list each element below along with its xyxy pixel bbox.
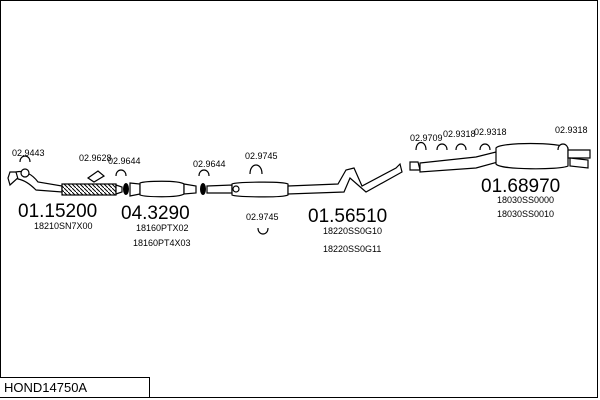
rear-silencer-oem-ref: 18030SS0000: [497, 195, 554, 205]
middle-silencer-oem-ref: 18220SS0G11: [323, 244, 381, 254]
catalyst-part-number: 04.3290: [121, 203, 190, 224]
clip-part-number: 02.9709: [410, 133, 443, 143]
rear-silencer-oem-ref: 18030SS0010: [497, 209, 554, 219]
clip-part-number: 02.9745: [246, 212, 279, 222]
clip-part-number: 02.9628: [79, 153, 112, 163]
gasket-icon: [123, 183, 206, 195]
catalyst-part[interactable]: [129, 180, 197, 198]
clip-part-number: 02.9745: [245, 151, 278, 161]
catalyst-oem-ref: 18160PTX02: [136, 223, 189, 233]
rear-silencer-part-number: 01.68970: [481, 176, 560, 197]
front-pipe-flange-icon: [20, 168, 30, 178]
catalyst-oem-ref: 18160PT4X03: [133, 238, 191, 248]
front-pipe-part-number: 01.15200: [18, 201, 97, 222]
clip-icon: [19, 155, 106, 183]
clip-icon: [415, 141, 569, 151]
clip-part-number: 02.9644: [193, 159, 226, 169]
clip-part-number: 02.9443: [12, 148, 45, 158]
front-pipe-oem-ref: 18210SN7X00: [34, 221, 93, 231]
clip-part-number: 02.9644: [108, 156, 141, 166]
clip-part-number: 02.9318: [474, 127, 507, 137]
rear-silencer-part[interactable]: [409, 142, 591, 173]
middle-silencer-part[interactable]: [206, 162, 403, 198]
clip-part-number: 02.9318: [555, 125, 588, 135]
clip-icon: [115, 169, 210, 177]
middle-silencer-oem-ref: 18220SS0G10: [323, 226, 382, 236]
clip-icon: [232, 164, 269, 235]
clip-part-number: 02.9318: [443, 129, 476, 139]
middle-silencer-part-number: 01.56510: [308, 206, 387, 227]
diagram-code: HOND14750A: [0, 377, 150, 398]
labels: 02.9443 02.9628 01.15200 18210SN7X00 02.…: [12, 125, 588, 254]
